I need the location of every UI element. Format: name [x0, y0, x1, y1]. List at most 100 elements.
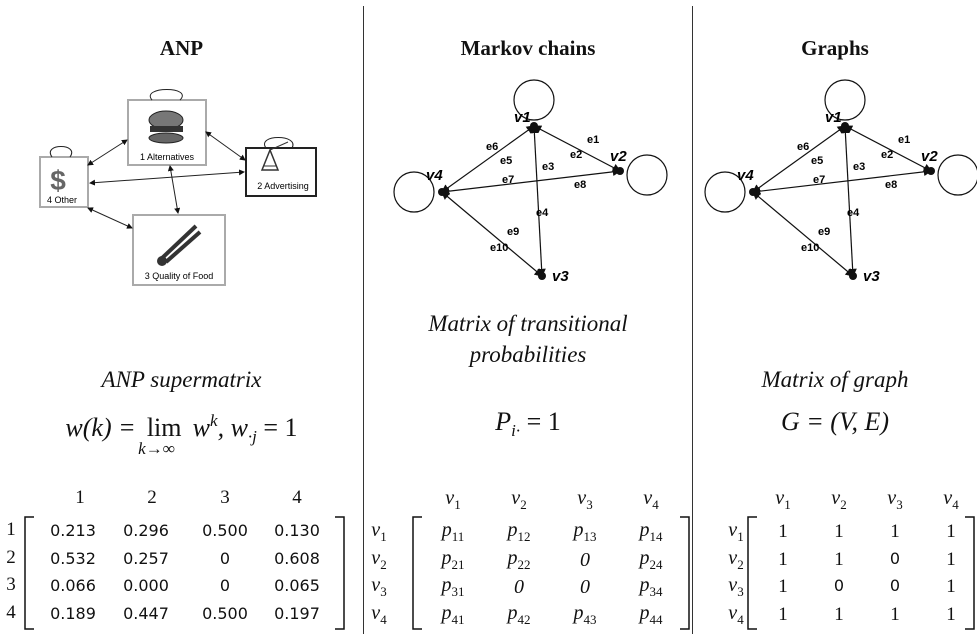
math-symbol: p12 [507, 519, 531, 544]
math-symbol: v1 [371, 519, 387, 544]
matrix-cell: p21 [420, 547, 486, 573]
self-loop [149, 89, 183, 101]
math-symbol: v4 [371, 602, 387, 627]
edge-label: e1 [898, 134, 910, 146]
matrix-cell: 0.532 [50, 549, 96, 568]
self-loop [937, 154, 977, 196]
graph-edge [440, 167, 622, 196]
matrix-cell: 0.189 [50, 604, 96, 623]
markov-title: Markov chains [460, 36, 596, 60]
row-label: v3 [725, 574, 747, 600]
math-symbol: p43 [573, 602, 597, 627]
math-symbol: p42 [507, 602, 531, 627]
edge-label: e4 [536, 207, 549, 219]
node-alternatives: 1 Alternatives [127, 99, 207, 166]
matrix-cell: 0 [889, 576, 901, 595]
graph-vertex [749, 188, 757, 196]
formula-sub: i· [511, 421, 521, 441]
graph-vertex [841, 122, 849, 130]
math-symbol: v4 [643, 487, 659, 512]
math-symbol: v2 [728, 547, 744, 572]
col-label: v1 [420, 487, 486, 513]
matrix-cell: 0.197 [274, 604, 320, 623]
edge [87, 139, 128, 166]
row-label: 2 [6, 547, 16, 568]
formula-sup: k [210, 411, 218, 430]
row-label: 3 [6, 574, 16, 595]
row-label: v1 [368, 519, 390, 545]
formula-text: G = (V, E) [780, 407, 890, 436]
edge [89, 169, 245, 186]
formula-end: = 1 [256, 412, 298, 442]
math-symbol: v4 [728, 602, 744, 627]
edge [87, 207, 133, 229]
matrix-cell: p12 [486, 519, 552, 545]
graph-edge [530, 124, 546, 278]
caption-line: Matrix of graph [761, 367, 909, 392]
matrix-cell: p13 [552, 519, 618, 545]
matrix-cell: 0.296 [123, 521, 169, 540]
matrix-cell: 1 [778, 604, 788, 625]
self-loop [824, 79, 866, 121]
col-label: v3 [867, 487, 923, 513]
edge-label: e8 [885, 179, 897, 191]
matrix-bracket-right [965, 516, 975, 630]
column-separator [692, 6, 693, 634]
matrix-cell: 0 [833, 576, 845, 595]
markov-caption: Matrix of transitional probabilities [364, 308, 692, 370]
matrix-bracket-right [680, 516, 690, 630]
graph-edge [843, 125, 933, 172]
graph-vertex [616, 167, 624, 175]
edge-label: e8 [574, 179, 586, 191]
matrix-cell: 1 [834, 604, 844, 625]
matrix-cell: 0 [889, 549, 901, 568]
vertex-label: v3 [552, 268, 569, 285]
matrix-cell: p34 [618, 574, 684, 600]
edge-label: e5 [500, 155, 512, 167]
vertex-label: v3 [863, 268, 880, 285]
graph-edge [752, 125, 846, 193]
node-other: $ 4 Other [39, 156, 89, 208]
vertex-label: v1 [825, 109, 842, 126]
vertex-label: v2 [610, 148, 627, 165]
graph-edge [751, 167, 933, 196]
edge-label: e6 [486, 141, 498, 153]
col-label: v1 [755, 487, 811, 513]
node-advertising: 2 Advertising [245, 141, 317, 197]
matrix-cell: 0.130 [274, 521, 320, 540]
edge-label: e9 [507, 226, 519, 238]
edge-label: e10 [801, 242, 819, 254]
anp-title: ANP [159, 36, 204, 60]
edge-label: e10 [490, 242, 508, 254]
math-symbol: v1 [775, 487, 791, 512]
formula-rhs: w [192, 412, 211, 442]
math-symbol: p13 [573, 519, 597, 544]
matrix-cell: p43 [552, 602, 618, 628]
matrix-cell: 0 [552, 549, 618, 572]
formula-tail: , w [217, 412, 248, 442]
markov-formula: Pi· = 1 [364, 407, 692, 442]
matrix-cell: 1 [890, 604, 900, 625]
edge-label: e9 [818, 226, 830, 238]
node-label: 2 Advertising [257, 181, 309, 191]
formula-lhs: w(k) = [65, 412, 143, 442]
matrix-cell: 0.213 [50, 521, 96, 540]
graph-vertex [849, 272, 857, 280]
edge-label: e2 [570, 149, 582, 161]
matrix-cell: 1 [778, 521, 788, 542]
graph-vertex [538, 272, 546, 280]
self-loop [704, 171, 746, 213]
math-symbol: p24 [639, 547, 663, 572]
matrix-cell: p44 [618, 602, 684, 628]
matrix-cell: 0.500 [202, 521, 248, 540]
math-symbol: p21 [441, 547, 465, 572]
math-symbol: v2 [831, 487, 847, 512]
matrix-cell: 0.000 [123, 576, 169, 595]
caption-line: probabilities [469, 342, 587, 367]
anp-column: ANP 1 Alternatives 2 Advertis [0, 0, 363, 638]
